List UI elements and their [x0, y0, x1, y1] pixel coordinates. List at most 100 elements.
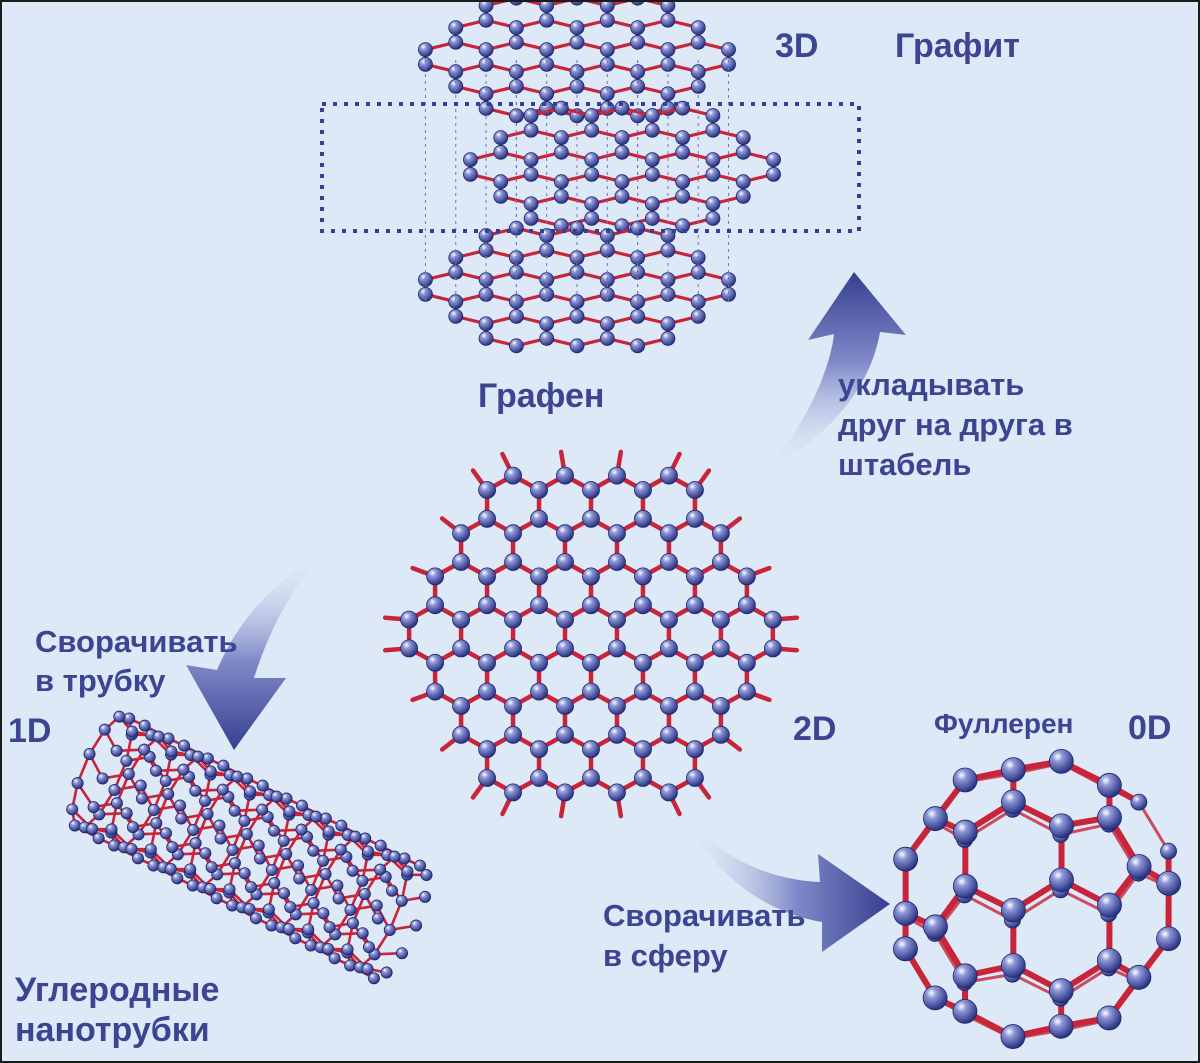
atom [644, 122, 660, 138]
atom [504, 466, 522, 485]
atom [630, 308, 646, 324]
atom [201, 808, 214, 821]
atom [322, 943, 335, 956]
atom [530, 682, 548, 701]
atom [686, 596, 704, 615]
atom [634, 596, 652, 615]
nanotube-dimension-label: 1D [8, 712, 52, 750]
atom [721, 42, 736, 58]
stack-action-line-2: друг на друга в [838, 407, 1073, 442]
atom [426, 596, 445, 615]
atom [356, 874, 369, 887]
atom [478, 769, 496, 787]
sphere-action-line-1: Сворачивать [603, 898, 806, 933]
atom [283, 805, 296, 818]
atom [426, 567, 445, 586]
atom [332, 892, 345, 905]
atom [569, 294, 585, 310]
atom [599, 316, 615, 332]
atom [135, 792, 148, 805]
atom [478, 509, 496, 528]
atom [452, 610, 470, 629]
atom [508, 338, 524, 354]
atom [735, 130, 751, 146]
atom [401, 865, 414, 878]
atom [280, 848, 293, 861]
atom [210, 892, 223, 905]
atom [1049, 813, 1074, 839]
graphite-label: Графит [895, 27, 1020, 65]
atom [122, 768, 135, 781]
atom [539, 42, 555, 58]
atom [712, 553, 730, 571]
atom [493, 188, 509, 204]
atom [204, 765, 217, 778]
atom [1001, 897, 1026, 923]
atom [177, 763, 190, 776]
atom [159, 774, 172, 787]
atom [265, 919, 278, 932]
atom [923, 806, 948, 831]
atom [68, 819, 81, 832]
atom [152, 730, 165, 743]
graphite-layer [463, 100, 781, 234]
atom [923, 914, 948, 940]
atom [144, 843, 157, 856]
atom [705, 152, 721, 168]
atom [686, 653, 704, 672]
atom [282, 923, 295, 936]
atom [396, 947, 409, 960]
atom [216, 783, 229, 796]
stack-action-line-3: штабель [838, 447, 972, 482]
atom [478, 12, 494, 28]
atom [922, 985, 948, 1011]
atom [1126, 854, 1152, 879]
atom [1000, 1024, 1026, 1049]
atom [690, 20, 706, 36]
atom [1097, 892, 1122, 918]
atom [478, 42, 494, 58]
atom [478, 286, 494, 302]
atom [504, 697, 522, 715]
atom [523, 166, 539, 182]
atom [184, 863, 197, 876]
roll-sphere-arrow [682, 814, 890, 952]
atom [1096, 772, 1122, 798]
atom [362, 941, 375, 954]
atom [189, 784, 202, 797]
atom [478, 2, 494, 13]
atom [569, 64, 585, 80]
atom [191, 750, 204, 763]
atom [530, 509, 548, 528]
atom [1048, 978, 1074, 1004]
atom [166, 841, 179, 854]
atom [160, 827, 173, 840]
atom [493, 174, 509, 190]
atom [584, 122, 600, 138]
atom [599, 56, 615, 72]
atom [214, 832, 227, 845]
atom [380, 966, 393, 979]
atom [362, 845, 375, 858]
atom [705, 166, 721, 182]
atom [305, 884, 318, 897]
atom [660, 783, 678, 802]
atom [584, 152, 600, 168]
atom [952, 819, 978, 845]
atom [244, 881, 257, 894]
atom [120, 754, 133, 767]
atom [599, 2, 615, 13]
atom [660, 56, 676, 72]
atom [608, 466, 626, 485]
atom [113, 710, 126, 723]
atom [178, 739, 191, 752]
atom [569, 308, 585, 324]
atom [1048, 748, 1074, 774]
atom [644, 166, 660, 182]
fullerene-dimension-label: 0D [1128, 709, 1172, 747]
atom [280, 792, 293, 805]
graphene-label: Графен [478, 377, 605, 415]
atom [262, 903, 275, 916]
fullerene-label: Фуллерен [934, 708, 1074, 739]
atom [530, 740, 548, 759]
